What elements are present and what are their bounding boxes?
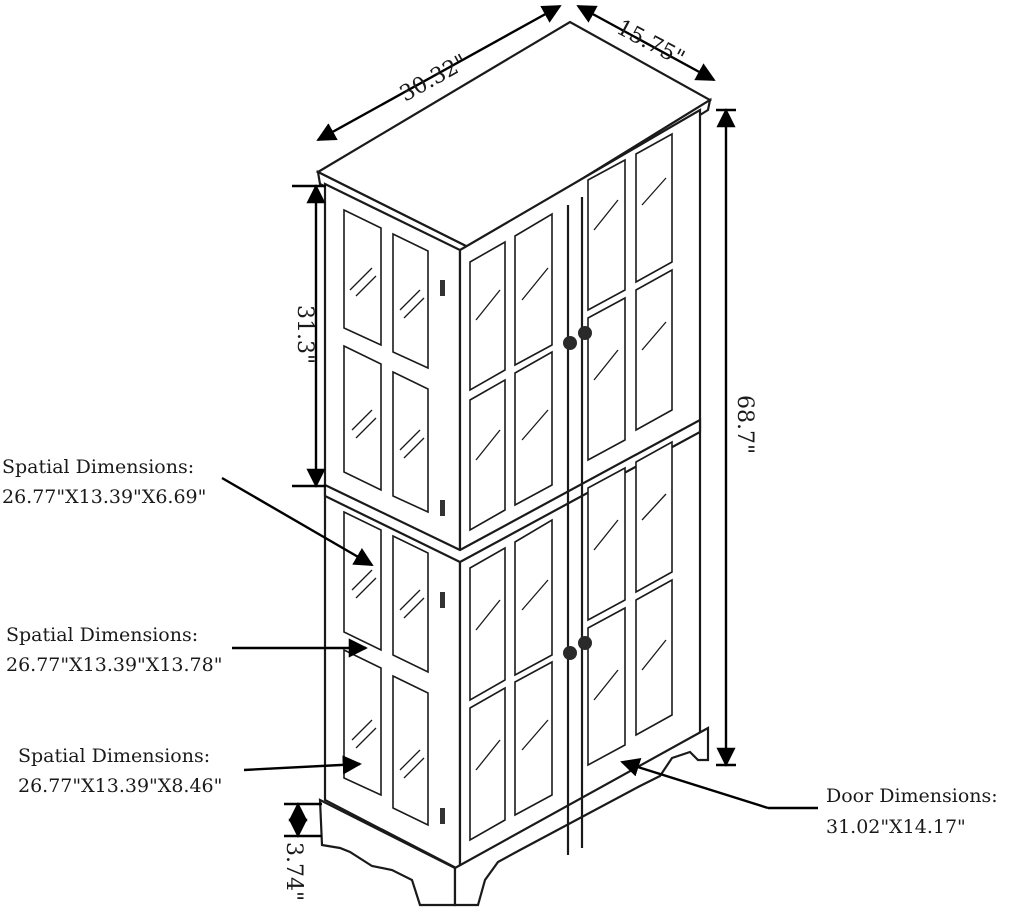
front-pane — [587, 466, 626, 622]
front-pane — [514, 212, 553, 367]
side-pane — [392, 370, 429, 514]
front-pane — [469, 546, 506, 702]
callout-2-label: Spatial Dimensions: — [6, 624, 198, 646]
callout-3-leader — [243, 755, 362, 775]
side-pane — [343, 648, 382, 797]
hinge — [440, 280, 445, 296]
side-pane — [343, 344, 382, 492]
hinge — [440, 592, 445, 608]
callout-2-value: 26.77"X13.39"X13.78" — [6, 654, 222, 676]
door-callout-leader — [620, 758, 769, 810]
front-pane — [635, 578, 673, 737]
front-pane — [469, 240, 506, 392]
callout-3-value: 26.77"X13.39"X8.46" — [18, 775, 222, 797]
door-knob — [563, 646, 577, 660]
front-pane — [514, 350, 553, 507]
front-pane — [635, 268, 673, 432]
height-label: 68.7" — [732, 395, 757, 454]
callout-3-label: Spatial Dimensions: — [18, 745, 210, 767]
side-pane — [392, 534, 429, 674]
front-pane — [635, 440, 673, 594]
hinge — [440, 500, 445, 516]
side-pane — [392, 674, 429, 827]
callouts: Spatial Dimensions: 26.77"X13.39"X6.69" … — [2, 456, 998, 838]
callout-1-leader — [221, 476, 374, 567]
callout-1-label: Spatial Dimensions: — [2, 456, 194, 478]
depth-dimension-line — [576, 4, 716, 82]
front-pane — [469, 378, 506, 532]
front-pane — [587, 606, 626, 767]
door-knob — [578, 636, 592, 650]
front-pane — [587, 158, 626, 312]
door-callout-value: 31.02"X14.17" — [826, 816, 966, 838]
door-callout-label: Door Dimensions: — [826, 785, 998, 807]
front-pane — [587, 296, 626, 462]
width-dimension-line — [316, 4, 562, 142]
middle-ledge — [323, 418, 702, 564]
front-pane — [469, 686, 506, 842]
front-pane — [514, 660, 553, 817]
door-knob — [563, 336, 577, 350]
glass-reflections — [349, 177, 667, 779]
upper-height-label: 31.3" — [292, 305, 317, 364]
cabinet — [315, 20, 713, 907]
callout-1-value: 26.77"X13.39"X6.69" — [2, 486, 206, 508]
side-pane — [343, 510, 382, 652]
base-height-label: 3.74" — [281, 842, 306, 901]
side-pane — [392, 232, 429, 370]
hinge — [440, 808, 445, 824]
door-knob — [578, 326, 592, 340]
front-pane — [635, 132, 673, 284]
